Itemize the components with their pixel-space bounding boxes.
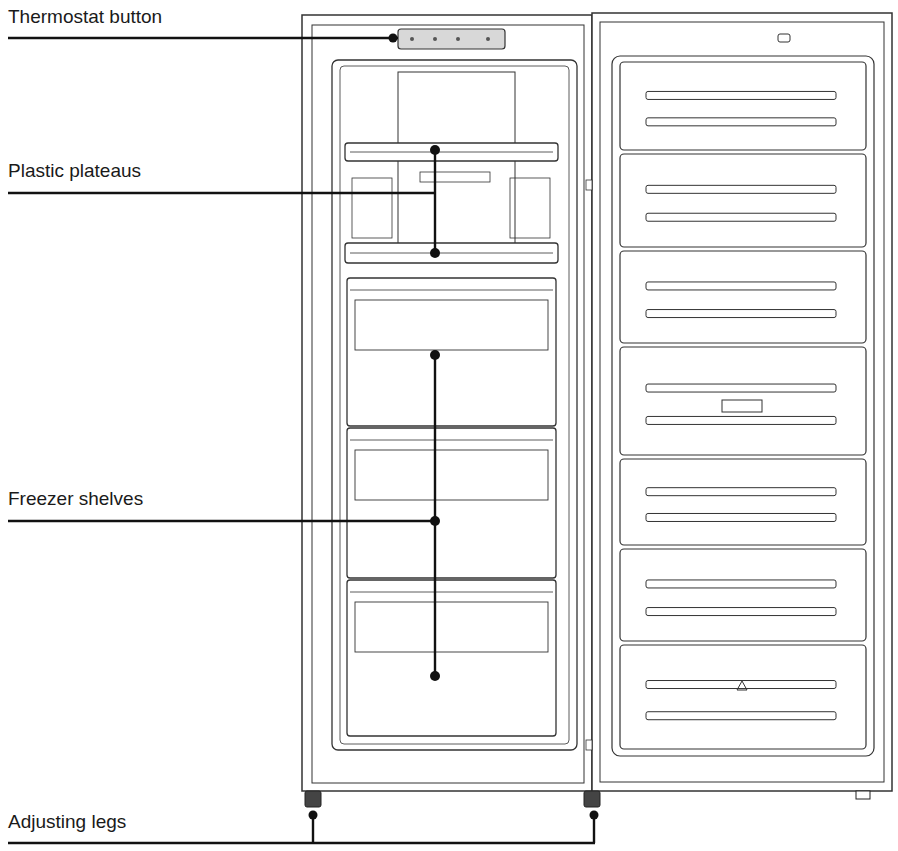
- drawer-front: [355, 300, 548, 350]
- thermostat-led: [486, 37, 490, 41]
- thermostat-led: [456, 37, 460, 41]
- bin-slat: [646, 416, 836, 424]
- leader-line: [8, 192, 435, 194]
- bin-slat: [646, 513, 836, 521]
- leader-dot: [590, 811, 599, 820]
- leader-lines: [8, 38, 595, 843]
- bin-slat: [646, 118, 836, 126]
- leader-dot: [309, 811, 318, 820]
- plateau: [345, 243, 558, 263]
- freezer-drawer: [347, 428, 556, 578]
- leader-dot: [430, 671, 440, 681]
- thermostat-led: [433, 37, 437, 41]
- drawer-rim: [350, 290, 553, 291]
- door-bin: [620, 154, 866, 247]
- cabinet: [302, 15, 592, 791]
- door-latch: [778, 34, 790, 42]
- drawers: [347, 278, 556, 736]
- plateau-edge: [350, 152, 553, 153]
- leader-line: [8, 520, 435, 522]
- hinge: [586, 740, 592, 750]
- adjusting-leg: [584, 791, 600, 807]
- bin-slat: [646, 608, 836, 616]
- bin-slat: [646, 681, 836, 689]
- door-bin: [620, 62, 866, 150]
- freezer-drawer: [347, 580, 556, 736]
- bin-slat: [646, 580, 836, 588]
- bin-slat: [646, 488, 836, 496]
- part-label: Adjusting legs: [8, 812, 126, 833]
- inner-liner-edge: [340, 66, 569, 744]
- leader-dot: [430, 248, 440, 258]
- cabinet-frame: [312, 25, 584, 783]
- door-outer: [592, 13, 892, 791]
- door-foot: [856, 791, 870, 799]
- legs: [305, 791, 870, 807]
- bin-slat: [646, 282, 836, 290]
- leader-dot: [389, 34, 398, 43]
- door-display: [722, 400, 762, 412]
- thermostat-panel-body: [398, 29, 505, 49]
- door-bin: [620, 645, 866, 749]
- leader-dots: [309, 34, 599, 820]
- bin-slat: [646, 310, 836, 318]
- adjusting-leg: [305, 791, 321, 807]
- door-bin: [620, 347, 866, 455]
- plateau-edge: [350, 253, 553, 254]
- hinge: [586, 180, 592, 190]
- leader-dot: [430, 516, 440, 526]
- part-label: Thermostat button: [8, 7, 162, 28]
- drawer-front: [355, 450, 548, 500]
- bin-slat: [646, 213, 836, 221]
- leader-line: [8, 37, 398, 39]
- door: [586, 13, 892, 791]
- vent: [420, 172, 490, 182]
- door-bins: [620, 62, 866, 749]
- bin-slat: [646, 712, 836, 720]
- recycle-mark: [737, 681, 747, 690]
- part-label: Plastic plateaus: [8, 161, 141, 182]
- drawer-rim: [350, 440, 553, 441]
- leader-line: [8, 842, 595, 844]
- door-bin: [620, 251, 866, 343]
- side-bracket: [510, 178, 550, 238]
- thermostat-led: [410, 37, 414, 41]
- thermostat-panel: [398, 29, 505, 49]
- plateaus: [345, 143, 558, 263]
- door-frame: [600, 22, 884, 782]
- door-bin: [620, 549, 866, 641]
- door-bin: [620, 459, 866, 545]
- drawer-rim: [350, 592, 553, 593]
- side-bracket: [352, 178, 392, 238]
- bin-slat: [646, 384, 836, 392]
- part-label: Freezer shelves: [8, 489, 143, 510]
- leader-line: [434, 355, 436, 676]
- plateau: [345, 143, 558, 161]
- leader-dot: [430, 145, 440, 155]
- leader-line: [434, 150, 436, 253]
- leader-dot: [430, 350, 440, 360]
- door-liner: [612, 56, 874, 756]
- bin-slat: [646, 91, 836, 99]
- bin-slat: [646, 185, 836, 193]
- drawer-front: [355, 602, 548, 652]
- inner-liner: [332, 60, 577, 750]
- cabinet-body: [302, 15, 592, 791]
- freezer-drawer: [347, 278, 556, 426]
